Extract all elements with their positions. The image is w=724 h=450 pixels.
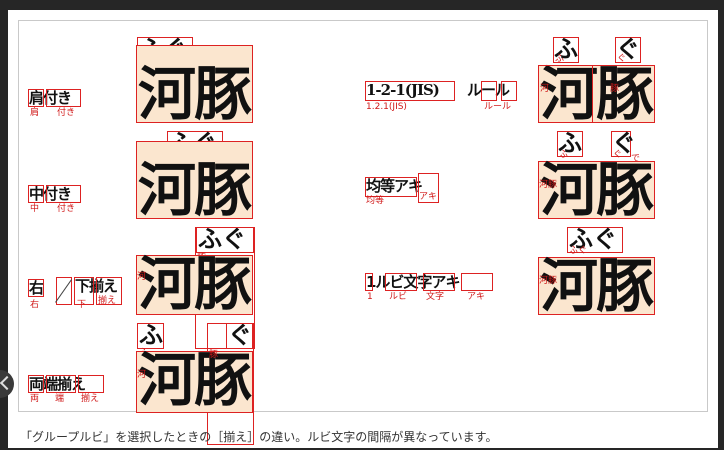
annotation-box [96, 277, 122, 305]
ruby-box [553, 37, 579, 63]
side-panel-toggle[interactable] [0, 370, 15, 398]
annotation-box [538, 65, 593, 123]
note-label: で [631, 154, 641, 164]
note-label: 付き [57, 108, 76, 118]
label-ruby-moji-aki: 1ルビ文字アキ [366, 273, 460, 291]
base-box [538, 161, 655, 219]
note-label: 揃え [81, 394, 100, 404]
ruby-box [557, 131, 583, 157]
chevron-left-icon [0, 375, 15, 391]
annotation-box [46, 185, 81, 203]
note-label: 豚 [209, 350, 219, 360]
ruby-box [615, 37, 641, 63]
label-migi-text: 右 [29, 279, 44, 297]
annotation-box [385, 273, 417, 291]
note-label: 河 [540, 84, 550, 94]
annotation-box [365, 81, 455, 101]
note-label: ふぐ [569, 246, 588, 256]
ruby-char-fu: ふ [554, 34, 578, 63]
note-label: 河豚 [539, 180, 558, 190]
ruby-char-gu: ぐ [616, 34, 640, 63]
base-text: 河豚 [138, 250, 252, 318]
base-box [538, 257, 655, 315]
base-text: 河豚 [540, 252, 654, 320]
note-label: ルール [484, 102, 512, 112]
note-label: ふ [555, 54, 565, 64]
base-text: 河豚 [138, 156, 252, 224]
base-box [538, 65, 655, 123]
ruby-box [611, 131, 631, 157]
base-text: 河豚 [138, 346, 252, 414]
base-box [136, 141, 253, 219]
label-shita-text: 下 [75, 277, 90, 295]
label-kata-tsuki: 肩付き [29, 89, 72, 107]
ruby-text: ふぐ [569, 224, 617, 253]
note-label: アキ [419, 192, 438, 202]
label-naka-tsuki: 中付き [29, 185, 72, 203]
annotation-box [423, 273, 455, 291]
base-text: 河豚 [540, 60, 654, 128]
annotation-box [418, 173, 439, 203]
base-box [136, 351, 253, 413]
annotation-box [365, 177, 417, 197]
note-label: 豚 [610, 84, 620, 94]
note-label: 均等 [366, 196, 385, 206]
annotation-box [78, 375, 104, 393]
annotation-box [481, 81, 497, 101]
note-label: 河 [137, 370, 147, 380]
annotation-box [46, 89, 81, 107]
note-label: 河 [137, 272, 147, 282]
ruby-box [137, 323, 164, 349]
ruby-alignment-figure: 肩付き 肩 付き ふぐ 河豚 河豚 中付き 中 付き ふぐ 河豚 河豚 右 下揃… [18, 20, 708, 445]
ruby-char-fu: ふ [558, 128, 582, 157]
annotation-box [28, 375, 44, 393]
document-page: 肩付き 肩 付き ふぐ 河豚 河豚 中付き 中 付き ふぐ 河豚 河豚 右 下揃… [8, 10, 718, 448]
note-label: 両 [30, 394, 40, 404]
note-label: ぐ [613, 150, 623, 160]
base-box [136, 45, 253, 123]
label-rule: ルール [467, 81, 510, 99]
note-label: 端 [55, 394, 65, 404]
note-label: ルビ [389, 292, 408, 302]
note-label: 右 [30, 300, 40, 310]
note-label: ふ [559, 150, 569, 160]
figure-caption: 「グループルビ」を選択したときの［揃え］の違い。ルビ文字の間隔が異なっています。 [20, 430, 498, 444]
annotation-box [28, 89, 44, 107]
note-label: 1.2.1(JIS) [366, 102, 407, 112]
ruby-char-gu: ぐ [228, 320, 252, 349]
note-label: 下 [77, 300, 87, 310]
ruby-text: ふぐ [198, 224, 246, 253]
annotation-box [365, 273, 373, 291]
note-label: ぐ [617, 54, 627, 64]
note-label: 1 [367, 292, 373, 302]
ruby-char-fu: ふ [139, 320, 163, 349]
annotation-box [56, 277, 72, 305]
ruby-char-gu: ぐ [612, 128, 636, 157]
base-box [136, 255, 253, 315]
annotation-box [28, 185, 44, 203]
annotation-box [74, 277, 94, 305]
note-label: アキ [467, 292, 486, 302]
base-text: 河豚 [138, 60, 252, 128]
annotation-box [46, 375, 76, 393]
annotation-box [28, 279, 44, 297]
base-text: 河豚 [540, 156, 654, 224]
label-jis-rule: 1-2-1(JIS) [366, 81, 440, 99]
note-label: 揃え [98, 296, 117, 306]
label-migi: 右 [29, 279, 44, 297]
note-label: 河豚 [539, 276, 558, 286]
note-label: 文字 [426, 292, 445, 302]
label-kintou-aki: 均等アキ [366, 177, 423, 195]
ruby-box [567, 227, 623, 253]
annotation-box [461, 273, 493, 291]
note-label: 付き [57, 204, 76, 214]
annotation-box [501, 81, 517, 101]
note-label: 中 [30, 204, 40, 214]
note-label: 肩 [30, 108, 40, 118]
